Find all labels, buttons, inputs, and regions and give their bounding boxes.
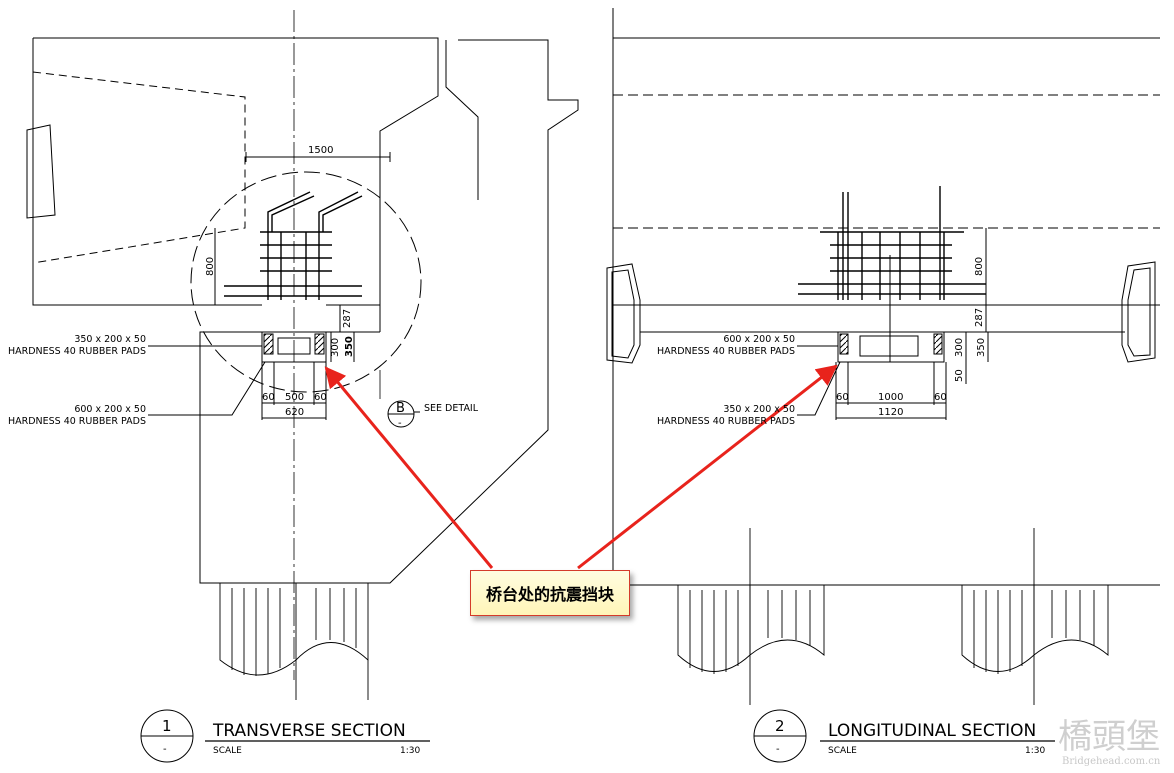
pile-right-a xyxy=(677,528,825,705)
dim-60-right-b: 60 xyxy=(934,392,947,403)
pad-label-4-line1: 350 x 200 x 50 xyxy=(723,404,795,415)
title-number-1: 1 xyxy=(162,717,172,735)
title-number-2: 2 xyxy=(775,717,785,735)
callout-box: 桥台处的抗震挡块 xyxy=(470,570,630,616)
detail-letter: B xyxy=(396,401,405,416)
rebar-cage-left xyxy=(224,191,363,300)
dim-620: 620 xyxy=(285,407,304,418)
dim-287-right: 287 xyxy=(974,308,985,327)
scale-label-1: SCALE xyxy=(213,746,242,756)
title-longitudinal: LONGITUDINAL SECTION xyxy=(828,721,1036,741)
dim-1000: 1000 xyxy=(878,392,903,403)
detail-sub: - xyxy=(398,418,402,429)
bracket-right-a xyxy=(606,263,641,364)
scale-label-2: SCALE xyxy=(828,746,857,756)
shear-key-left xyxy=(261,331,327,363)
superstructure-outline-left xyxy=(33,37,439,332)
dim-300-right: 300 xyxy=(954,338,965,357)
dim-500: 500 xyxy=(285,392,304,403)
title-sub-1: - xyxy=(163,744,167,755)
rubber-pad-left-a xyxy=(263,333,274,355)
longitudinal-section xyxy=(606,8,1160,763)
rebar-cage-right xyxy=(798,186,986,300)
pad-label-1-line2: HARDNESS 40 RUBBER PADS xyxy=(8,346,146,357)
dim-350-right: 350 xyxy=(976,338,987,357)
bracket-left xyxy=(26,124,56,219)
shear-key-right xyxy=(837,331,945,363)
pad-label-4-line2: HARDNESS 40 RUBBER PADS xyxy=(657,416,795,427)
pad-label-3-line1: 600 x 200 x 50 xyxy=(723,334,795,345)
arrow-to-left-key xyxy=(324,366,494,569)
dim-287-left: 287 xyxy=(342,309,353,328)
title-sub-2: - xyxy=(776,744,780,755)
pad-label-3-line2: HARDNESS 40 RUBBER PADS xyxy=(657,346,795,357)
callout-arrows xyxy=(324,364,838,570)
dim-350-left: 350 xyxy=(344,336,355,357)
dim-800-right: 800 xyxy=(974,257,985,276)
scale-value-1: 1:30 xyxy=(400,746,420,756)
watermark-url: Bridgehead.com.cn xyxy=(1062,756,1161,767)
dim-60-left-b: 60 xyxy=(314,392,327,403)
dim-1500: 1500 xyxy=(308,145,333,156)
detail-text: SEE DETAIL xyxy=(424,403,479,414)
title-transverse: TRANSVERSE SECTION xyxy=(212,721,406,741)
pile-left xyxy=(219,583,369,700)
watermark-logo: 橋頭堡 xyxy=(1058,717,1160,757)
abutment-outline-left xyxy=(199,39,579,584)
pad-label-2-line1: 600 x 200 x 50 xyxy=(74,404,146,415)
scale-value-2: 1:30 xyxy=(1025,746,1045,756)
callout-text: 桥台处的抗震挡块 xyxy=(485,585,614,604)
bracket-right-b xyxy=(1121,261,1156,363)
dim-60-left-a: 60 xyxy=(262,392,275,403)
pad-label-1-line1: 350 x 200 x 50 xyxy=(74,334,146,345)
dim-1120: 1120 xyxy=(878,407,903,418)
dim-50-right: 50 xyxy=(954,369,965,382)
dim-800-left: 800 xyxy=(205,257,216,276)
dim-300-left: 300 xyxy=(330,338,341,357)
dim-60-right-a: 60 xyxy=(836,392,849,403)
transverse-section xyxy=(26,10,579,763)
arrow-to-right-key xyxy=(577,364,838,570)
hidden-line-left xyxy=(32,71,246,264)
pile-right-b xyxy=(961,528,1109,705)
rubber-pad-left-b xyxy=(314,333,325,355)
pad-label-2-line2: HARDNESS 40 RUBBER PADS xyxy=(8,416,146,427)
detail-circle xyxy=(190,171,422,393)
